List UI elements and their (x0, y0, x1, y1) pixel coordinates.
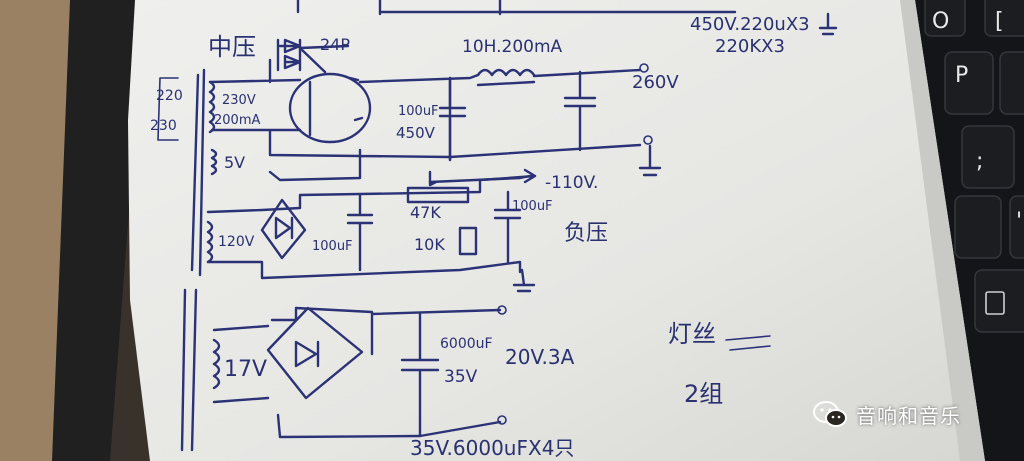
key-semicolon-label: ; (976, 149, 983, 174)
note-heater: 灯丝 (668, 320, 716, 348)
key-o (924, 0, 966, 37)
tap-bracket (157, 77, 179, 141)
lv-bridge-diode (294, 340, 320, 368)
bias-cap-1 (346, 193, 374, 272)
hv-gnd-terminal (643, 135, 653, 145)
zener-diodes (276, 38, 302, 72)
note-out-hv: 260V (632, 72, 679, 93)
heater-underline (725, 335, 771, 351)
key-p (944, 51, 994, 115)
filament-coil (210, 148, 218, 176)
note-groups: 2组 (684, 380, 723, 408)
note-cap-bias2: 100uF (512, 199, 553, 214)
note-cap-bias1: 100uF (312, 239, 353, 254)
note-bottom: 35V.6000uFX4只 (410, 436, 574, 460)
lv-out-terminal (497, 305, 507, 315)
note-sec-17v: 17V (224, 357, 267, 382)
tube-internals (298, 44, 364, 137)
hv-section (208, 12, 838, 182)
lv-gnd-terminal (497, 415, 507, 425)
key-semicolon (961, 125, 1015, 189)
note-sec-hv: 230V (222, 93, 256, 108)
note-cap-hv-voltage: 450V (396, 124, 436, 142)
note-bias-label: 负压 (564, 221, 608, 246)
note-sec-hv-current: 200mA (214, 113, 260, 128)
key-blank-3 (974, 269, 1024, 333)
note-out-lv: 20V.3A (505, 345, 575, 369)
pot-47k (406, 186, 470, 204)
lv-section (212, 305, 771, 439)
pot-wiper (428, 170, 438, 187)
key-quote (1009, 195, 1024, 259)
key-blank-1 (999, 51, 1024, 115)
note-choke: 10H.200mA (462, 37, 563, 57)
bias-coil (206, 220, 214, 264)
note-title-left: 中压 (208, 33, 256, 61)
key-blank-2 (954, 195, 1002, 259)
note-tap-ac2: 230 (150, 118, 177, 134)
key-quote-label: ' (1016, 209, 1022, 234)
note-sec-5v: 5V (224, 153, 245, 172)
note-cap-lv-voltage: 35V (444, 367, 478, 387)
screenshot-key-icon (985, 291, 1005, 315)
handwritten-notes: 450V.220uX3 220KX3 中压 24P 10H.200mA 260V… (150, 14, 810, 460)
hv-out-terminal (639, 63, 649, 73)
choke (476, 68, 642, 87)
bias-section (206, 168, 537, 293)
bias-arrow (478, 168, 537, 184)
lv-coil (212, 338, 221, 390)
lv-wires (212, 306, 502, 439)
key-bracket-label: [ (995, 9, 1004, 34)
dark-strip (52, 0, 145, 461)
note-out-bias: -110V. (545, 173, 598, 193)
note-zener: 24P (320, 35, 350, 54)
paper-shadow (900, 0, 985, 461)
lv-cap (400, 312, 440, 438)
note-tap-ac1: 220 (156, 88, 183, 104)
watermark: 音响和音乐 (812, 398, 1012, 430)
bias-bridge-diode (274, 216, 294, 240)
key-p-label: P (955, 63, 968, 88)
note-sec-120v: 120V (218, 234, 255, 250)
key-bracket (984, 0, 1024, 37)
note-cap-lv-value: 6000uF (440, 336, 493, 352)
bias-cap-2 (493, 190, 522, 264)
wechat-icon (812, 400, 848, 428)
key-o-label: O (932, 9, 949, 34)
left-border (180, 68, 206, 452)
lv-bridge (266, 306, 364, 400)
bias-bridge (260, 198, 307, 260)
hv-cap-2 (563, 70, 597, 152)
ground-topright (818, 12, 838, 36)
paper-sheet (128, 0, 985, 461)
watermark-text: 音响和音乐 (856, 403, 961, 428)
bias-ground (512, 268, 536, 293)
hv-secondary-coil (208, 80, 216, 134)
note-top-right-2: 220KX3 (715, 36, 785, 57)
res-10k (458, 226, 478, 256)
note-res: 10K (414, 235, 445, 254)
hv-cap-1 (438, 76, 467, 162)
top-line (296, 0, 737, 16)
note-cap-hv-value: 100uF (398, 104, 439, 119)
note-top-right-1: 450V.220uX3 (690, 14, 810, 35)
note-pot: 47K (410, 203, 441, 222)
rectifier-tube (288, 72, 372, 144)
hv-wires (208, 58, 642, 182)
hv-ground (638, 144, 662, 177)
